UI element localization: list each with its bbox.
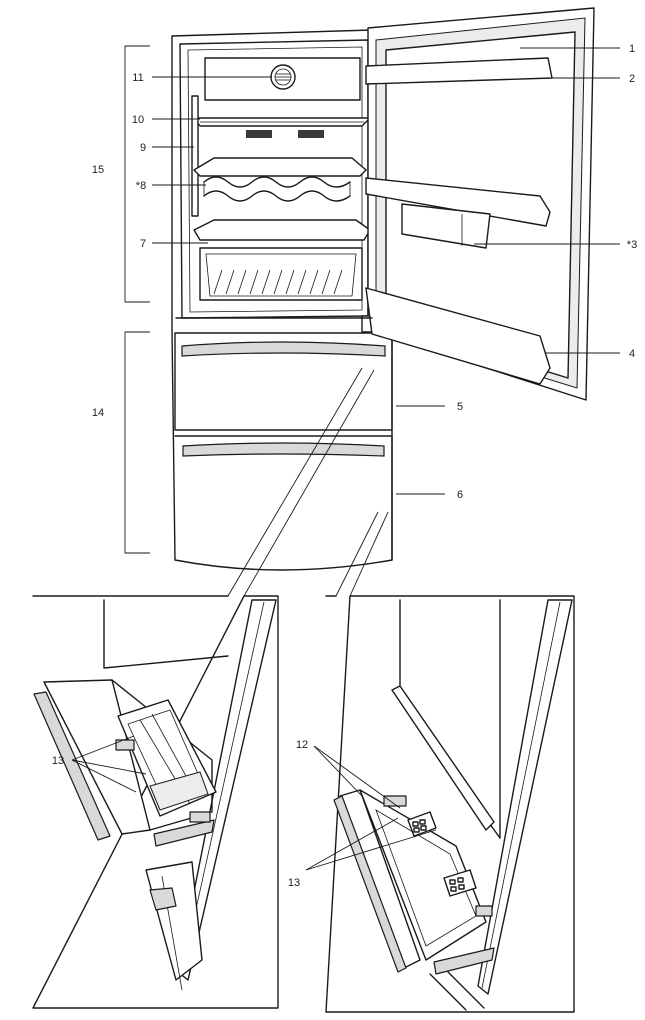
callout-13-right: 13 <box>288 877 300 889</box>
air-vent-left <box>246 130 272 138</box>
freezer-drawer-upper <box>174 332 393 431</box>
callout-9: 9 <box>140 142 146 154</box>
callout-1: 1 <box>629 43 635 55</box>
callout-8: *8 <box>136 180 146 192</box>
air-vent-right <box>298 130 324 138</box>
bracket-14 <box>124 331 150 554</box>
callout-12: 12 <box>296 739 308 751</box>
callout-15: 15 <box>92 164 104 176</box>
freezer-drawer-lower <box>174 435 393 561</box>
callout-3: *3 <box>627 239 637 251</box>
bracket-15 <box>124 45 150 303</box>
detail-view-right <box>305 595 575 1013</box>
door-bin-bottom <box>365 287 551 385</box>
callout-5: 5 <box>457 401 463 413</box>
callout-10: 10 <box>132 114 144 126</box>
callout-4: 4 <box>629 348 635 360</box>
callout-13-left: 13 <box>52 755 64 767</box>
callout-6: 6 <box>457 489 463 501</box>
glass-shelf-crisper-cover <box>193 219 371 241</box>
side-rail <box>191 95 199 217</box>
crisper-drawer <box>199 247 363 301</box>
leader-lines <box>152 47 620 597</box>
callout-7: 7 <box>140 238 146 250</box>
egg-tray-bin <box>401 203 491 249</box>
door-bin-middle <box>365 177 551 227</box>
glass-shelf-upper <box>193 117 371 127</box>
callout-14: 14 <box>92 407 104 419</box>
detail-view-left <box>32 595 279 1009</box>
wine-rack-shelf <box>193 157 367 202</box>
callout-11: 11 <box>132 72 143 84</box>
callout-2: 2 <box>629 73 635 85</box>
